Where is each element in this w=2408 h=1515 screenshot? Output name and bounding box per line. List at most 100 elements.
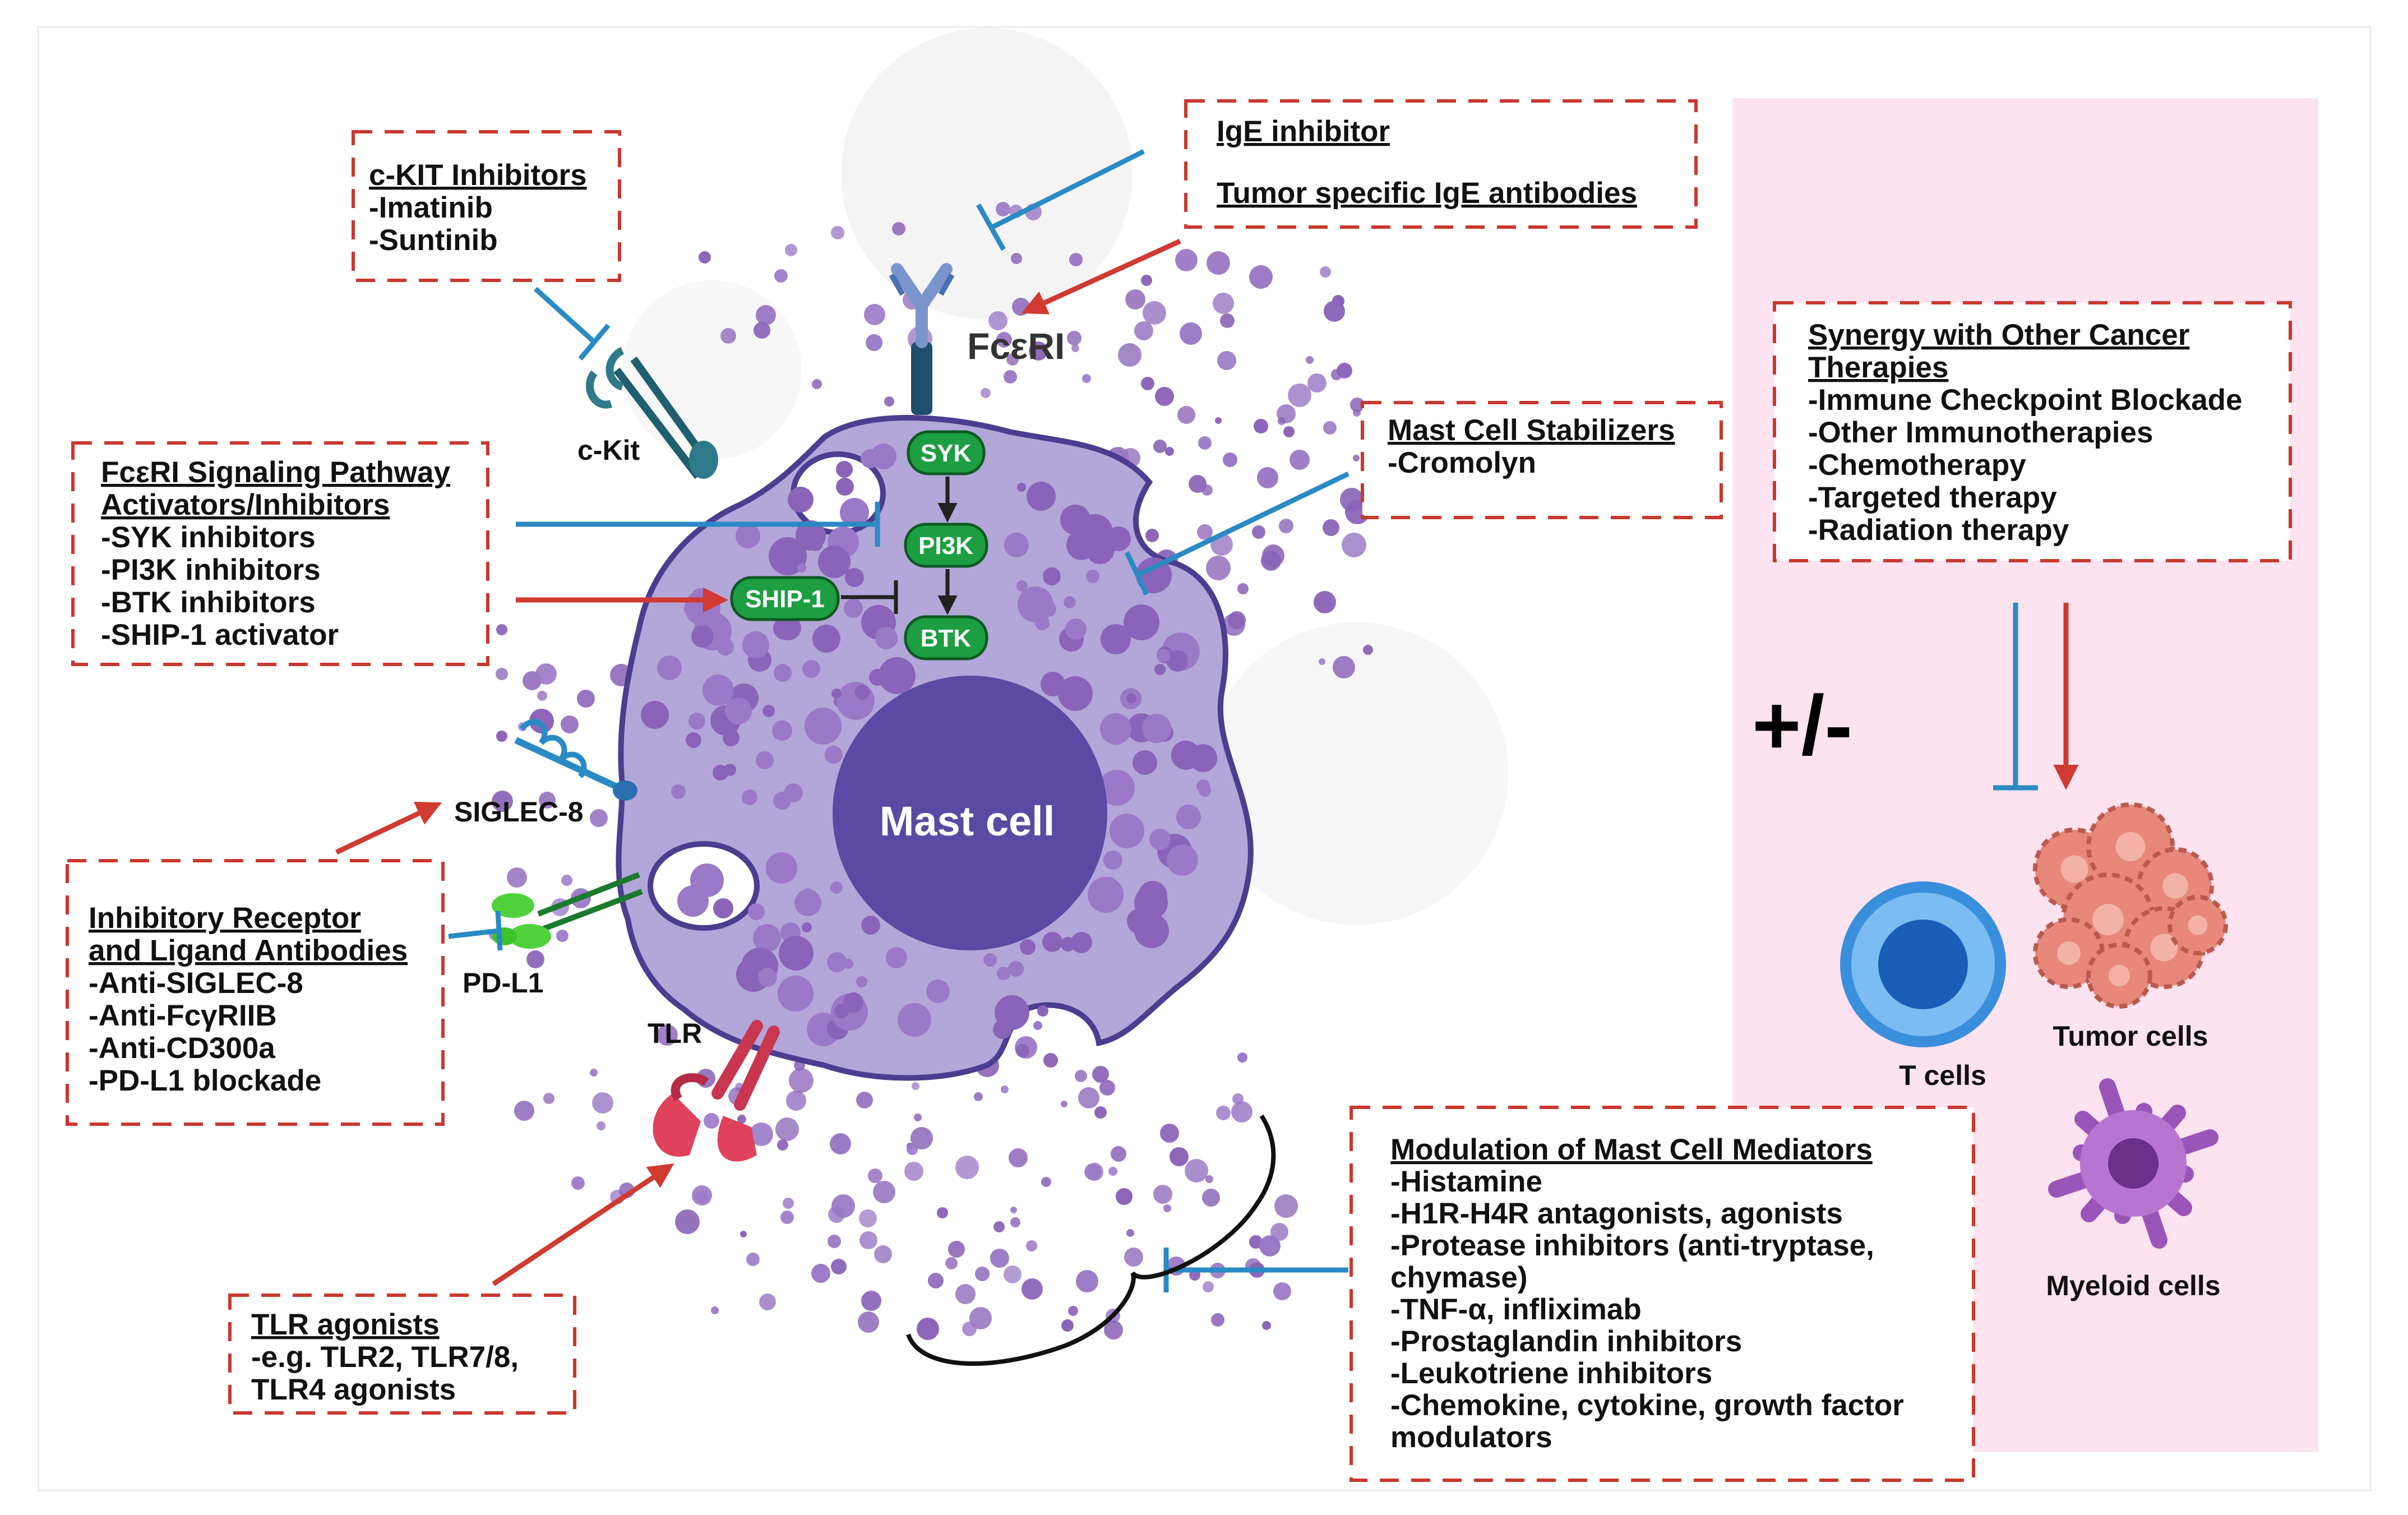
synergy-item: -Radiation therapy (1808, 514, 2069, 547)
granule (975, 1267, 990, 1281)
ckit-title: c-KIT Inhibitors (369, 159, 587, 192)
granule (1092, 1066, 1109, 1083)
granule (1008, 961, 1024, 977)
synergy-item: -Immune Checkpoint Blockade (1808, 384, 2243, 417)
granule (818, 546, 851, 578)
granule (742, 631, 769, 658)
granule (773, 792, 791, 810)
granule (1125, 289, 1145, 310)
fceri-pathway-title2: Activators/Inhibitors (101, 488, 390, 521)
granule (1157, 649, 1170, 662)
granule (1167, 650, 1188, 672)
granule (855, 685, 870, 700)
ige-inhibit-arrow (976, 149, 1145, 251)
granule (766, 852, 797, 884)
granule (756, 305, 776, 325)
granule (680, 893, 701, 914)
granule (996, 202, 1010, 216)
granule (685, 590, 720, 626)
granule (856, 1092, 873, 1108)
granule (1004, 370, 1017, 384)
granule (1104, 1320, 1123, 1340)
granule (1278, 417, 1286, 425)
granule (840, 498, 869, 527)
granule (773, 617, 796, 640)
granule (997, 967, 1010, 980)
tlr-agonists-title: TLR agonists (251, 1308, 440, 1341)
granule (1069, 253, 1083, 266)
synergy-box (1773, 301, 2292, 562)
granule (785, 244, 797, 256)
inhibitory-title1: Inhibitory Receptor (89, 902, 361, 935)
granule (1211, 1313, 1224, 1327)
granule (1084, 1163, 1101, 1180)
granule (1043, 1053, 1058, 1068)
fceri-pathway-box (71, 441, 489, 666)
granule (859, 1231, 877, 1249)
ige-activate-arrow (1021, 238, 1181, 315)
pi3k-pill (904, 523, 988, 568)
granule (884, 396, 894, 407)
mast-cell-label: Mast cell (880, 798, 1055, 844)
granule (928, 1273, 944, 1288)
granule (866, 334, 882, 351)
pi3k-label: PI3K (918, 532, 973, 560)
granule (1033, 1021, 1042, 1030)
granule (1037, 1005, 1048, 1017)
granule (1320, 266, 1331, 278)
granule (856, 976, 867, 987)
granule (825, 746, 843, 764)
granule (1283, 426, 1295, 437)
granule (1153, 440, 1167, 453)
granule (1101, 624, 1131, 654)
granule (746, 1253, 760, 1266)
granule (778, 976, 814, 1011)
granule (843, 992, 863, 1013)
ckit-item: -Suntinib (369, 224, 498, 257)
granule (704, 1113, 719, 1129)
granule (834, 1004, 849, 1018)
granule (1103, 851, 1122, 870)
granule (496, 624, 507, 635)
granule (1197, 524, 1213, 540)
ige-title2: Tumor specific IgE antibodies (1217, 177, 1637, 210)
inhibitory-item: -Anti-CD300a (89, 1032, 275, 1065)
granule (1353, 455, 1360, 461)
granule (1262, 1321, 1271, 1330)
granule (1231, 1101, 1252, 1123)
siglec8-label: SIGLEC-8 (454, 796, 584, 828)
synergy-box-text: Synergy with Other Cancer Therapies -Imm… (1808, 318, 2243, 547)
granule (1207, 251, 1230, 275)
granule (794, 889, 821, 916)
fceri-receptor (889, 263, 955, 415)
btk-pill (904, 615, 988, 660)
granule (1010, 1217, 1020, 1227)
ckit-item: -Imatinib (369, 191, 493, 224)
granule (686, 732, 701, 748)
granule (699, 251, 711, 264)
granule (1094, 1106, 1107, 1119)
granule (875, 627, 898, 649)
ckit-inhibit-arrow (533, 287, 611, 361)
granule (675, 1209, 700, 1234)
granule (1022, 1278, 1043, 1300)
granule (1261, 551, 1281, 571)
granule (748, 903, 765, 920)
granule (1177, 406, 1195, 424)
granule (756, 751, 774, 769)
granule (671, 784, 686, 799)
tlr-receptor (653, 1020, 780, 1162)
granule (1029, 341, 1048, 361)
pdl1-inhibit-arrow (448, 911, 503, 951)
granule (1237, 583, 1249, 594)
granule (1064, 596, 1076, 608)
inhibitory-box-text: Inhibitory Receptor and Ligand Antibodie… (89, 902, 408, 1097)
granule (1215, 417, 1222, 424)
granule (831, 689, 842, 699)
granule (1116, 1188, 1133, 1205)
granule (1331, 369, 1342, 380)
granule (1165, 447, 1174, 456)
granule (561, 715, 579, 733)
granule (1006, 353, 1019, 366)
